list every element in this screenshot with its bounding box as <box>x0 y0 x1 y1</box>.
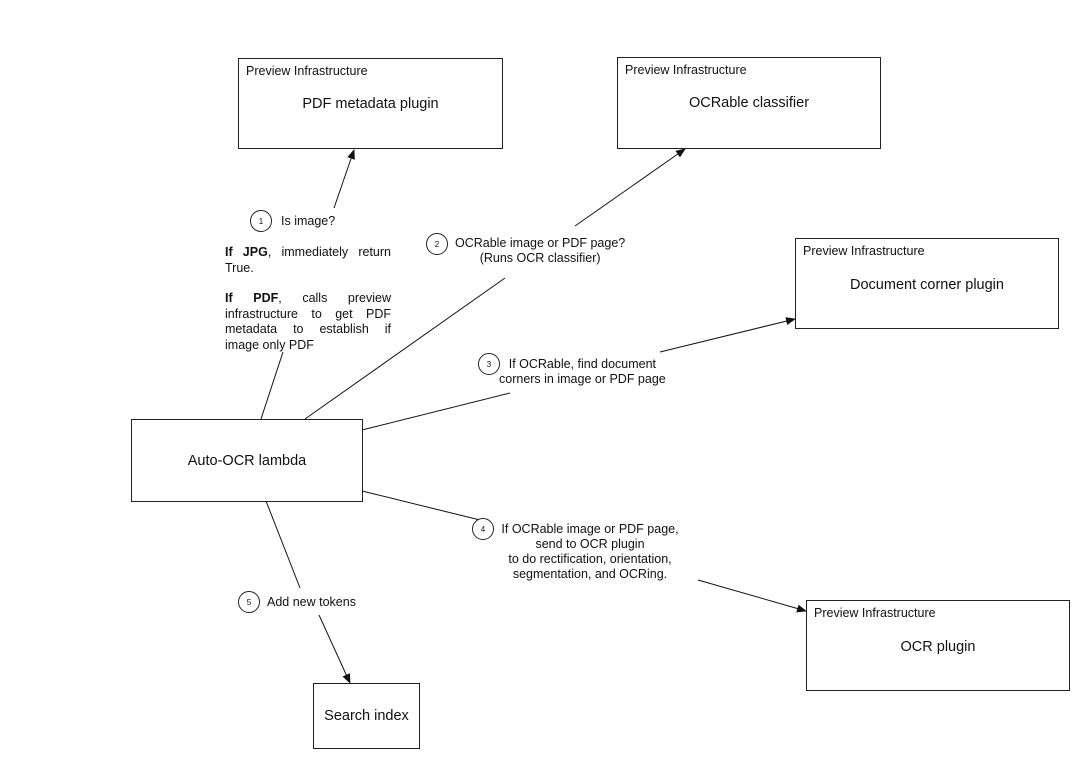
step-4-number: 4 <box>472 518 494 540</box>
note-jpg-text: , immediately return True. <box>225 245 391 275</box>
box-label: Preview Infrastructure <box>814 606 936 620</box>
box-title: Search index <box>324 708 409 724</box>
step-5-number: 5 <box>238 591 260 613</box>
step-2-line: OCRable image or PDF page? <box>455 236 626 250</box>
step-1-line: Is image? <box>281 214 336 228</box>
box-title: Auto-OCR lambda <box>187 452 307 469</box>
step-5-label: Add new tokens <box>267 595 356 610</box>
connector-1-lower <box>260 351 284 420</box>
step-5-line: Add new tokens <box>267 595 356 609</box>
connector-1-upper <box>333 149 355 209</box>
auto-ocr-lambda-box: Auto-OCR lambda <box>131 419 363 502</box>
step-2-label: OCRable image or PDF page? (Runs OCR cla… <box>455 236 625 266</box>
step-4-line: send to OCR plugin <box>535 537 645 551</box>
connector-5-lower <box>318 614 351 684</box>
ocr-plugin-box: Preview Infrastructure OCR plugin <box>806 600 1070 691</box>
step-4-label: If OCRable image or PDF page, send to OC… <box>498 522 682 582</box>
note-pdf-text: , calls preview infrastructure to get PD… <box>225 291 392 352</box>
step-4-line: to do rectification, orientation, <box>508 552 672 566</box>
step-4-line: segmentation, and OCRing. <box>512 567 668 581</box>
connector-4-upper <box>697 579 807 613</box>
document-corner-plugin-box: Preview Infrastructure Document corner p… <box>795 238 1059 329</box>
box-label: Preview Infrastructure <box>246 64 368 78</box>
box-title: OCR plugin <box>900 639 976 655</box>
note-pdf-bold: If PDF <box>225 291 279 305</box>
step-1-note-pdf: If PDF, calls preview infrastructure to … <box>225 291 391 353</box>
note-jpg-bold: If JPG <box>225 245 268 259</box>
box-title: OCRable classifier <box>688 95 810 111</box>
box-title: PDF metadata plugin <box>302 96 439 112</box>
step-3-line: corners in image or PDF page <box>499 372 666 386</box>
connector-2-lower <box>304 277 506 420</box>
connector-3-upper <box>659 317 796 353</box>
search-index-box: Search index <box>313 683 420 749</box>
step-3-line: If OCRable, find document <box>508 357 657 371</box>
step-4-line: If OCRable image or PDF page, <box>501 522 679 536</box>
connector-4-lower <box>361 490 481 521</box>
connector-5-upper <box>265 500 301 589</box>
step-1-label: Is image? <box>281 214 335 229</box>
step-1-number: 1 <box>250 210 272 232</box>
ocrable-classifier-box: Preview Infrastructure OCRable classifie… <box>617 57 881 149</box>
box-label: Preview Infrastructure <box>803 244 925 258</box>
connector-2-upper <box>574 148 686 227</box>
box-label: Preview Infrastructure <box>625 63 747 77</box>
box-title: Document corner plugin <box>850 277 1004 293</box>
pdf-metadata-plugin-box: Preview Infrastructure PDF metadata plug… <box>238 58 503 149</box>
step-2-number: 2 <box>426 233 448 255</box>
step-2-line: (Runs OCR classifier) <box>479 251 601 265</box>
step-3-label: If OCRable, find document corners in ima… <box>499 357 666 387</box>
connector-3-lower <box>361 392 511 431</box>
step-1-note-jpg: If JPG, immediately return True. <box>225 245 391 276</box>
step-3-number: 3 <box>478 353 500 375</box>
